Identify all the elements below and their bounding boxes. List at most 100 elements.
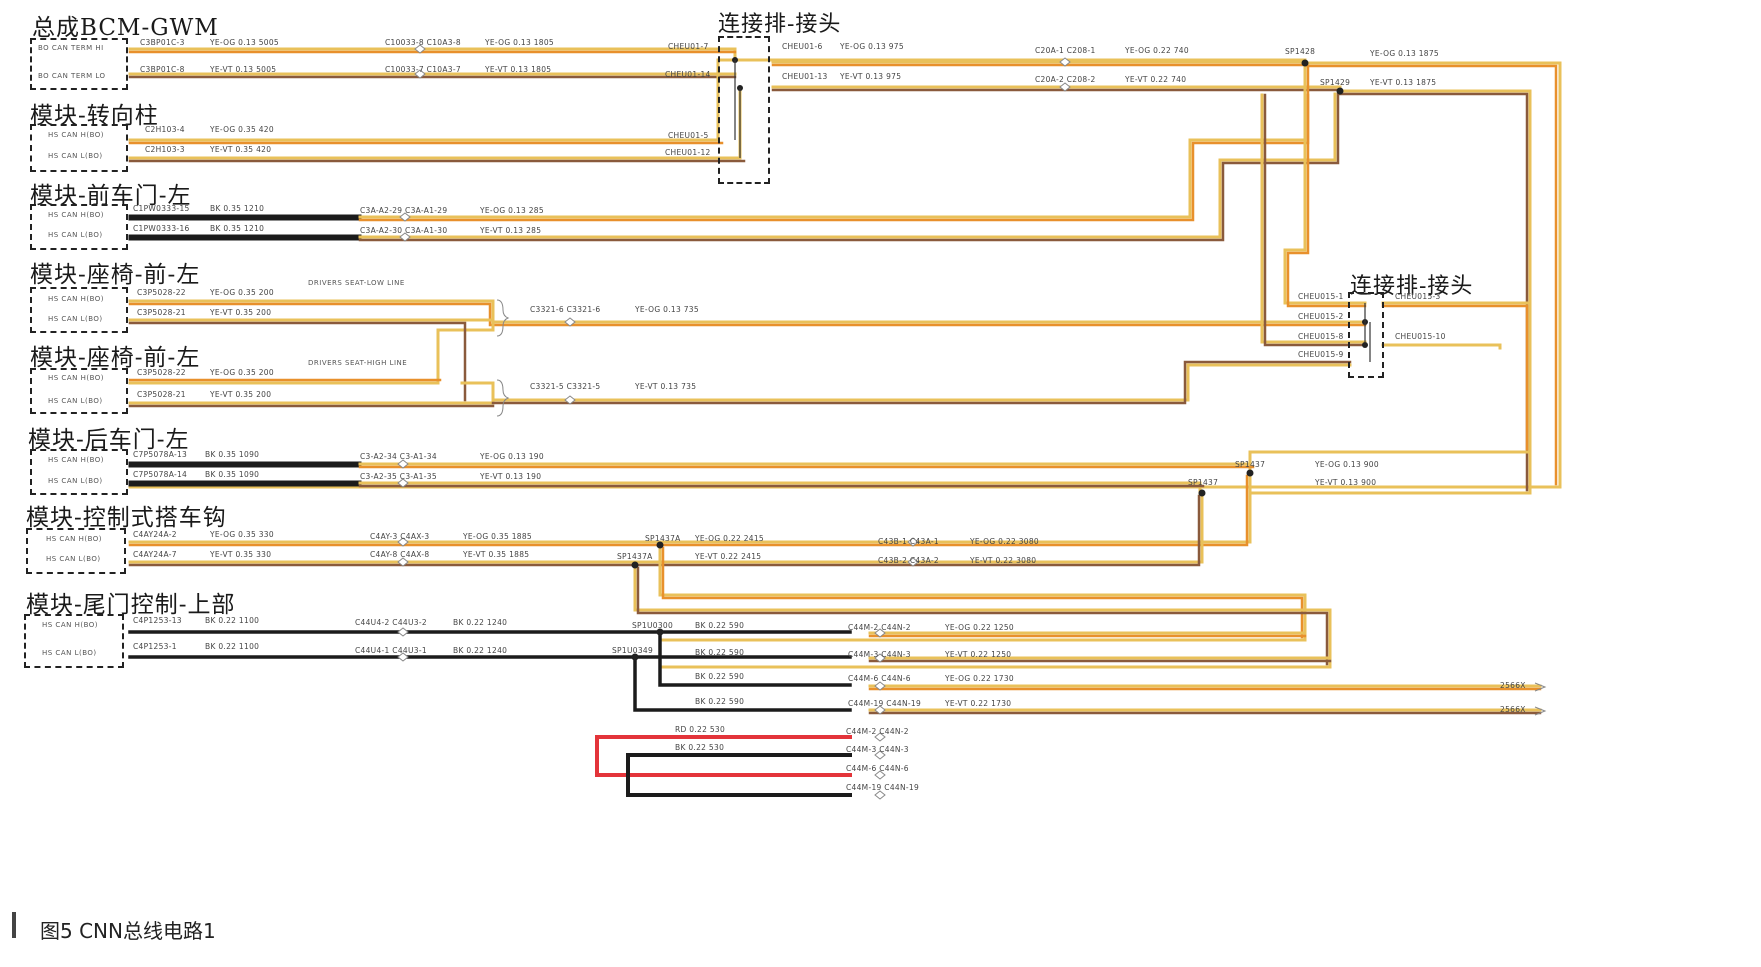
wire-label: C4AY-3 C4AX-3 <box>370 532 430 541</box>
caption-bar <box>12 912 16 938</box>
module-title-seat-1: 模块-座椅-前-左 <box>30 262 201 288</box>
wire-label: BK 0.22 1240 <box>453 646 508 655</box>
pinbox-rear-door-left <box>30 449 128 495</box>
wire-label: C7P5078A-13 <box>133 450 188 459</box>
pin-label: HS CAN L(BO) <box>48 477 103 485</box>
wire-label: SP1437 <box>1188 478 1219 487</box>
figure-caption: 图5 CNN总线电路1 <box>40 919 216 943</box>
wire-label: YE-VT 0.13 285 <box>480 226 542 235</box>
wire-label: CHEU01-5 <box>668 131 709 140</box>
wire-label: C4AY24A-2 <box>133 530 177 539</box>
wire-label: YE-OG 0.13 5005 <box>210 38 280 47</box>
pin-label: HS CAN L(BO) <box>48 152 103 160</box>
wire-label: C4AY24A-7 <box>133 550 177 559</box>
wire-label: RD 0.22 530 <box>675 725 726 734</box>
wire-label: YE-VT 0.13 1805 <box>485 65 552 74</box>
wire-label: CHEU015-1 <box>1298 292 1344 301</box>
wire-label: 2566X <box>1500 705 1526 714</box>
wire-label: C3-A2-35 C3-A1-35 <box>360 472 437 481</box>
wire-label: SP1437 <box>1235 460 1266 469</box>
wire-label: BK 0.22 1240 <box>453 618 508 627</box>
wire-label: YE-OG 0.22 1250 <box>945 623 1015 632</box>
wire-label: YE-OG 0.13 190 <box>480 452 544 461</box>
wire-label: BK 0.22 1100 <box>205 616 260 625</box>
pinbox-seat-1 <box>30 287 128 333</box>
wire-label: SP1437A <box>645 534 681 543</box>
wire-label: YE-VT 0.13 190 <box>480 472 542 481</box>
wire-label: CHEU015-10 <box>1395 332 1446 341</box>
wire-label: C44M-19 C44N-19 <box>846 783 920 792</box>
module-title-tailgate: 模块-尾门控制-上部 <box>26 592 236 618</box>
wire-label: YE-OG 0.13 1875 <box>1370 49 1440 58</box>
wire-label: BK 0.22 590 <box>695 672 745 681</box>
wire-label: C2H103-3 <box>145 145 185 154</box>
wire-label: SP1429 <box>1320 78 1351 87</box>
wire-label: CHEU015-3 <box>1395 292 1441 301</box>
wire-label: YE-VT 0.22 740 <box>1125 75 1187 84</box>
wire-label: C3P5028-22 <box>137 288 186 297</box>
wire-label: CHEU015-8 <box>1298 332 1344 341</box>
wire-label: YE-VT 0.22 1730 <box>945 699 1012 708</box>
wire-seat1-hi <box>128 299 1367 324</box>
wire-label: BK 0.22 1100 <box>205 642 260 651</box>
pin-label: HS CAN H(BO) <box>48 456 104 464</box>
wire-label: YE-OG 0.35 330 <box>210 530 274 539</box>
wires-og <box>128 47 1562 797</box>
wire-label: C44M-3 C44N-3 <box>848 650 911 659</box>
wire-label: C1PW0333-15 <box>133 204 190 213</box>
wire-label: C3P5028-22 <box>137 368 186 377</box>
junction-title-1: 连接排-接头 <box>718 12 842 37</box>
wire-label: C3A-A2-29 C3A-A1-29 <box>360 206 448 215</box>
pinbox-front-door-left <box>30 204 128 250</box>
wire-label: C3P5028-21 <box>137 390 186 399</box>
module-title-bcm: 总成BCM-GWM <box>32 15 219 41</box>
wire-label: SP1U0300 <box>632 621 674 630</box>
wire-label: C20A-2 C208-2 <box>1035 75 1096 84</box>
wire-label: C4P1253-13 <box>133 616 182 625</box>
wire-label: C3321-6 C3321-6 <box>530 305 601 314</box>
wire-label: BK 0.35 1090 <box>205 450 260 459</box>
wire-label: CHEU015-2 <box>1298 312 1344 321</box>
pinbox-seat-2 <box>30 368 128 414</box>
pin-label: HS CAN L(BO) <box>48 315 103 323</box>
wire-label: 2566X <box>1500 681 1526 690</box>
wire-label: CHEU015-9 <box>1298 350 1344 359</box>
wire-tail-lo <box>128 655 852 712</box>
arrow-tips <box>1534 682 1547 716</box>
wire-label: YE-VT 0.35 200 <box>210 390 272 399</box>
wire-label: CHEU01-14 <box>665 70 711 79</box>
junction-box-2 <box>1348 292 1384 378</box>
wire-label: C3P5028-21 <box>137 308 186 317</box>
pin-label: HS CAN H(BO) <box>46 535 102 543</box>
wire-label: BK 0.22 590 <box>695 697 745 706</box>
wire-tow-hi <box>128 471 1252 544</box>
wire-label: YE-OG 0.13 900 <box>1315 460 1379 469</box>
wire-label: YE-OG 0.35 420 <box>210 125 274 134</box>
wire-label: C3A-A2-30 C3A-A1-30 <box>360 226 448 235</box>
pin-label: HS CAN H(BO) <box>42 621 98 629</box>
wire-label: C44M-19 C44N-19 <box>848 699 922 708</box>
wire-label: YE-VT 0.22 2415 <box>695 552 762 561</box>
wire-label: C44M-2 C44N-2 <box>846 727 909 736</box>
junction-title-2: 连接排-接头 <box>1350 274 1474 299</box>
wire-label: C44U4-2 C44U3-2 <box>355 618 427 627</box>
wire-label: BK 0.22 530 <box>675 743 725 752</box>
pin-label: HS CAN L(BO) <box>48 231 103 239</box>
seat-braces <box>496 299 510 417</box>
wire-label: C2H103-4 <box>145 125 185 134</box>
wire-label: C3-A2-34 C3-A1-34 <box>360 452 437 461</box>
pin-label: HS CAN H(BO) <box>48 295 104 303</box>
wire-label: CHEU01-7 <box>668 42 709 51</box>
wire-label: SP1428 <box>1285 47 1316 56</box>
wire-tow-lo <box>128 491 1204 564</box>
module-title-rear-door-left: 模块-后车门-左 <box>28 427 190 453</box>
pin-label: HS CAN L(BO) <box>46 555 101 563</box>
wire-label: YE-VT 0.22 3080 <box>970 556 1037 565</box>
wire-label: C3BP01C-3 <box>140 38 185 47</box>
pinbox-tailgate <box>24 614 124 668</box>
wire-label: YE-OG 0.13 735 <box>635 305 699 314</box>
wire-label: SP1437A <box>617 552 653 561</box>
wire-label: SP1U0349 <box>612 646 654 655</box>
wire-label: YE-OG 0.22 3080 <box>970 537 1040 546</box>
wire-label: C3BP01C-8 <box>140 65 185 74</box>
